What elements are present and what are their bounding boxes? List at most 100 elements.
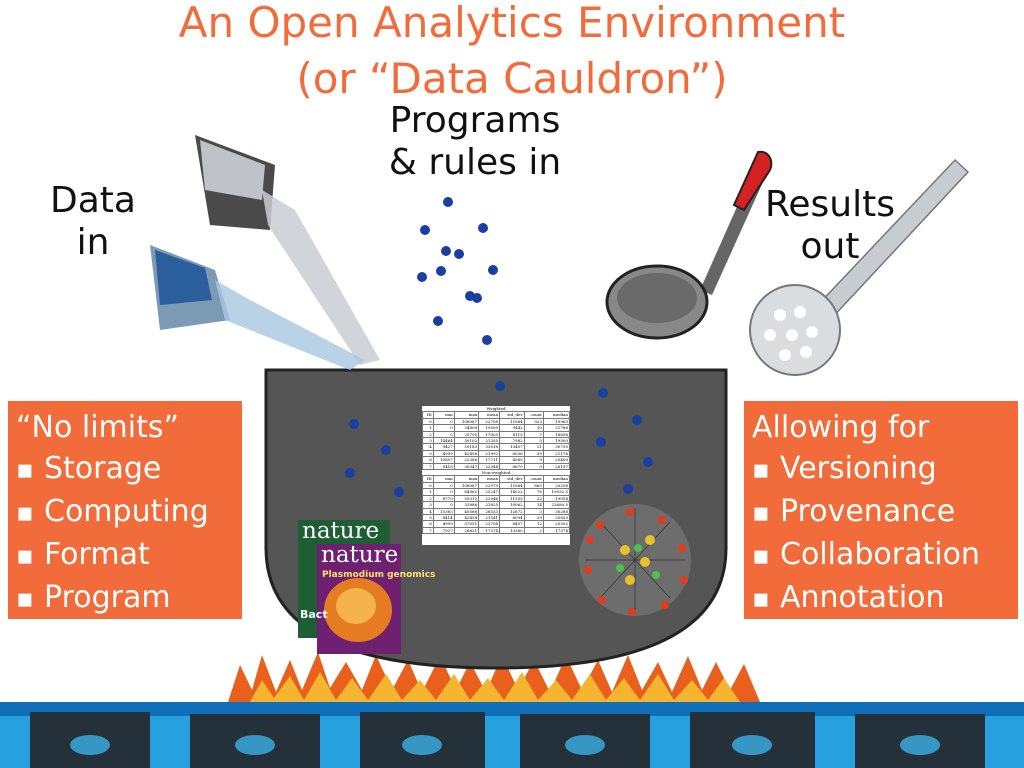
no-limits-heading: “No limits” — [16, 410, 180, 445]
allowing-for-box: Allowing for VersioningProvenanceCollabo… — [744, 401, 1018, 619]
table-cell: 17005 — [478, 430, 501, 439]
table-cell: 18656 — [542, 430, 571, 439]
table-cell: 17374 — [542, 526, 571, 535]
network-graph — [579, 504, 691, 616]
results-out-label: Results out — [752, 184, 908, 268]
table-cell: 19500 — [542, 436, 571, 445]
table-cell: 30102 — [453, 436, 480, 445]
table-cell: 22386 — [453, 456, 480, 464]
table-caption: Weighted — [486, 406, 506, 411]
table-cell: 22680.5 — [542, 501, 571, 509]
table-cell: 30288 — [542, 507, 571, 515]
table-cell: 13360 — [499, 526, 525, 535]
table-cell: 108087 — [453, 481, 480, 490]
fire — [228, 652, 760, 702]
table-cell: 863 — [523, 481, 544, 490]
bullet-item: Provenance — [752, 491, 1010, 534]
table-cell: 42458 — [453, 513, 480, 522]
bullet-item: Collaboration — [752, 534, 1010, 577]
program-dots — [345, 197, 653, 497]
bullet-item: Storage — [16, 448, 234, 491]
no-limits-list: StorageComputingFormatProgram — [16, 448, 234, 620]
nature-journal-covers — [298, 520, 401, 654]
pouring-bottles — [150, 135, 380, 370]
table-cell: 20502 — [542, 520, 571, 528]
table-cell: 923 — [523, 417, 544, 426]
bullet-item: Computing — [16, 491, 234, 534]
table-header-cell: count — [523, 475, 544, 483]
table-cell: 37051 — [453, 520, 480, 528]
data-in-line1: Data — [50, 180, 136, 221]
slide-title-line2: (or “Data Cauldron”) — [296, 54, 728, 103]
table-cell: 19054 — [542, 494, 571, 503]
table-cell: 21786 — [542, 424, 571, 432]
bullet-item: Annotation — [752, 577, 1010, 620]
allowing-for-heading: Allowing for — [752, 410, 930, 445]
table-cell: 22344 — [478, 462, 501, 471]
slide-title-line1: An Open Analytics Environment — [178, 0, 846, 47]
table-cell: 29 — [523, 513, 544, 522]
data-in-line2: in — [76, 222, 110, 263]
table-cell: 33018 — [478, 443, 501, 451]
table-cell: 20208 — [542, 481, 571, 490]
table-cell: 19509 — [478, 424, 501, 432]
strainer-spoon-icon — [749, 158, 970, 376]
table-cell: 23704 — [478, 520, 501, 528]
table-cell: 21176 — [542, 449, 571, 458]
data-in-label: Data in — [38, 180, 148, 264]
table-cell: 17374 — [478, 526, 501, 535]
table-cell: 20833 — [542, 513, 571, 522]
table-header-cell: count — [523, 411, 544, 419]
table-cell: 30795 — [542, 443, 571, 451]
table-cell: 7 — [422, 526, 434, 535]
table-header-cell: mean — [478, 411, 501, 419]
table-cell: 21355 — [478, 436, 501, 445]
table-cell: 2 — [523, 526, 544, 535]
nature-cover-back-text: Bact — [300, 608, 328, 621]
allowing-for-list: VersioningProvenanceCollaborationAnnotat… — [752, 448, 1010, 620]
bullet-item: Versioning — [752, 448, 1010, 491]
table-cell: 12 — [523, 520, 544, 528]
table-cell: 55315 — [453, 494, 480, 503]
table-cell: 19932.5 — [542, 488, 571, 496]
table-cell: 22708 — [478, 417, 501, 426]
no-limits-box: “No limits” StorageComputingFormatProgra… — [8, 401, 242, 619]
table-cell: 9 — [523, 462, 544, 471]
table-cell: 25795 — [453, 430, 480, 439]
table-cell: 20400 — [542, 456, 571, 464]
table-cell: 30347 — [453, 462, 480, 471]
programs-in-label: Programs & rules in — [370, 100, 580, 184]
table-cell: 19963 — [542, 417, 571, 426]
ladle-icon — [605, 150, 773, 340]
table-cell: 22979 — [478, 481, 501, 490]
results-line1: Results — [765, 184, 895, 225]
table-cell: 64962 — [453, 488, 480, 496]
nature-cover-front-title: nature — [321, 542, 399, 568]
table-cell: 22046 — [478, 494, 501, 503]
table-cell: 21825 — [478, 501, 501, 509]
table-cell: 33886 — [453, 501, 480, 509]
results-line2: out — [800, 226, 860, 267]
table-cell: 21992 — [478, 449, 501, 458]
table-cell: 59183 — [453, 443, 480, 451]
programs-line1: Programs — [389, 100, 561, 141]
table-cell: 17711 — [478, 456, 501, 464]
supercomputer-strip — [0, 702, 1024, 768]
table-caption: Non-weighted — [481, 470, 511, 476]
table-cell: 28533 — [478, 507, 501, 515]
